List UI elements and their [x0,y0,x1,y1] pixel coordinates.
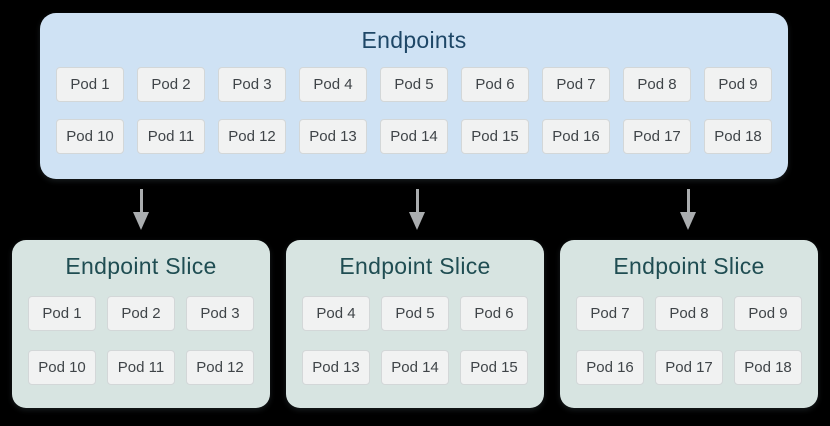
endpoint-slice-title: Endpoint Slice [613,253,765,279]
down-arrow-icon [409,189,425,230]
pod-box: Pod 14 [380,119,448,154]
pod-row: Pod 13 Pod 14 Pod 15 [302,350,528,385]
arrow-stem [139,189,143,212]
pod-box: Pod 18 [734,350,802,385]
slice-pod-grid: Pod 7 Pod 8 Pod 9 Pod 16 Pod 17 Pod 18 [560,296,818,385]
pod-row: Pod 7 Pod 8 Pod 9 [576,296,802,331]
down-arrow-icon [680,189,696,230]
pod-box: Pod 2 [107,296,175,331]
pod-row: Pod 10 Pod 11 Pod 12 [28,350,254,385]
arrow-stem [415,189,419,212]
pod-box: Pod 15 [461,119,529,154]
pod-box: Pod 14 [381,350,449,385]
pod-box: Pod 5 [380,67,448,102]
pod-box: Pod 7 [542,67,610,102]
pod-box: Pod 5 [381,296,449,331]
arrow-head [680,212,696,230]
pod-box: Pod 10 [28,350,96,385]
endpoints-pod-grid: Pod 1 Pod 2 Pod 3 Pod 4 Pod 5 Pod 6 Pod 7 Pod 8… [40,67,788,154]
arrow-head [133,212,149,230]
slice-pod-grid: Pod 1 Pod 2 Pod 3 Pod 10 Pod 11 Pod 12 [12,296,270,385]
pod-row: Pod 4 Pod 5 Pod 6 [302,296,528,331]
pod-box: Pod 17 [655,350,723,385]
pod-box: Pod 16 [576,350,644,385]
pod-box: Pod 16 [542,119,610,154]
endpoints-title: Endpoints [361,27,467,53]
down-arrow-icon [133,189,149,230]
pod-box: Pod 8 [655,296,723,331]
pod-box: Pod 10 [56,119,124,154]
pod-box: Pod 9 [704,67,772,102]
endpoints-box: Endpoints Pod 1 Pod 2 Pod 3 Pod 4 Pod 5 Pod 6… [40,13,788,179]
pod-box: Pod 15 [460,350,528,385]
arrow-head [409,212,425,230]
pod-box: Pod 3 [186,296,254,331]
pod-row: Pod 10 Pod 11 Pod 12 Pod 13 Pod 14 Pod 15 Pod … [56,119,772,154]
pod-box: Pod 13 [302,350,370,385]
pod-box: Pod 4 [299,67,367,102]
pod-row: Pod 16 Pod 17 Pod 18 [576,350,802,385]
pod-box: Pod 6 [461,67,529,102]
pod-box: Pod 3 [218,67,286,102]
pod-box: Pod 18 [704,119,772,154]
slice-pod-grid: Pod 4 Pod 5 Pod 6 Pod 13 Pod 14 Pod 15 [286,296,544,385]
pod-box: Pod 9 [734,296,802,331]
pod-box: Pod 1 [56,67,124,102]
pod-box: Pod 2 [137,67,205,102]
pod-box: Pod 7 [576,296,644,331]
arrow-stem [686,189,690,212]
pod-box: Pod 6 [460,296,528,331]
pod-row: Pod 1 Pod 2 Pod 3 Pod 4 Pod 5 Pod 6 Pod 7 Pod 8… [56,67,772,102]
pod-box: Pod 8 [623,67,691,102]
endpoint-slice-title: Endpoint Slice [339,253,491,279]
endpoint-slice-title: Endpoint Slice [65,253,217,279]
pod-row: Pod 1 Pod 2 Pod 3 [28,296,254,331]
pod-box: Pod 12 [186,350,254,385]
pod-box: Pod 12 [218,119,286,154]
pod-box: Pod 1 [28,296,96,331]
pod-box: Pod 4 [302,296,370,331]
pod-box: Pod 11 [137,119,205,154]
pod-box: Pod 17 [623,119,691,154]
pod-box: Pod 13 [299,119,367,154]
pod-box: Pod 11 [107,350,175,385]
